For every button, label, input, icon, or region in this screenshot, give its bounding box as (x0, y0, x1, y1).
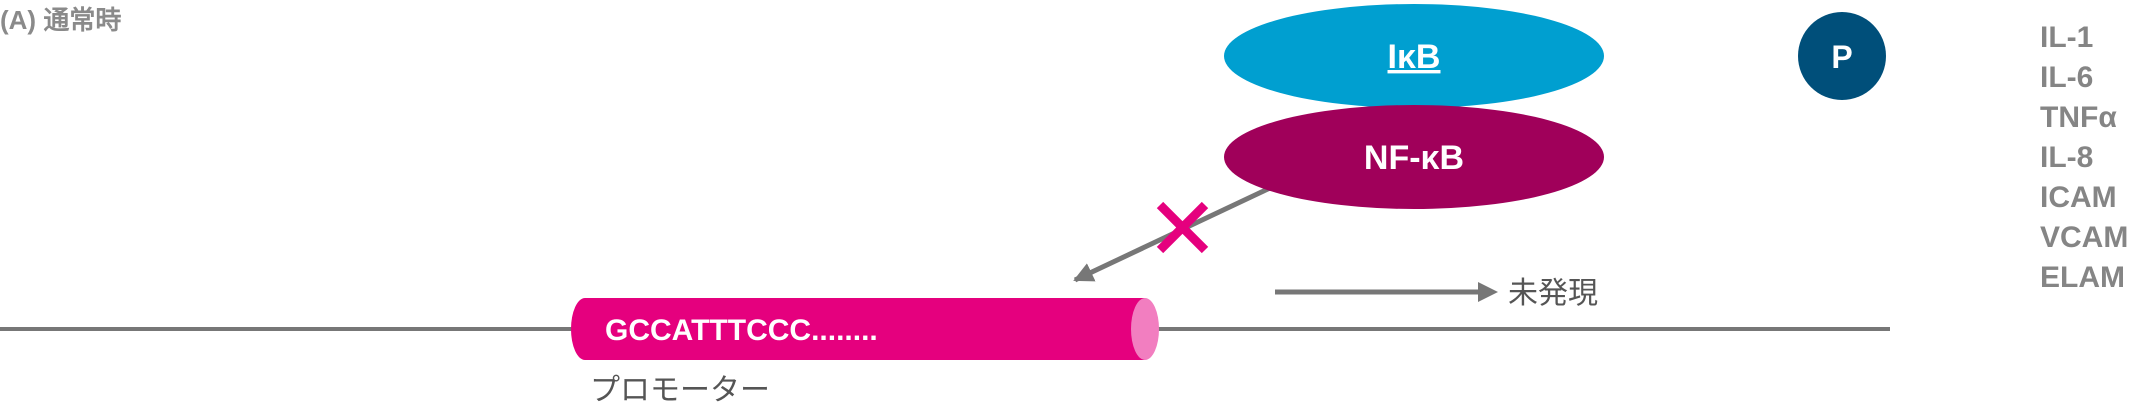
gene-item: VCAM (2040, 221, 2129, 254)
promoter-label: プロモーター (590, 373, 770, 406)
nfkb-label: NF-κB (1364, 139, 1464, 177)
ikb-label: IκB (1388, 38, 1441, 76)
gene-item: ICAM (2040, 181, 2117, 214)
gene-item: IL-8 (2040, 141, 2094, 174)
panel-label: (A) 通常時 (0, 5, 122, 35)
nfkb-ellipse (1224, 105, 1604, 209)
promoter-cap (1131, 298, 1159, 360)
promoter-cylinder (571, 298, 1159, 360)
promoter-sequence: GCCATTTCCC........ (605, 314, 878, 347)
gene-item: IL-6 (2040, 61, 2094, 94)
expression-arrowhead (1478, 282, 1498, 302)
ikb-ellipse (1224, 4, 1604, 108)
no-expression-label: 未発現 (1508, 276, 1598, 311)
gene-item: ELAM (2040, 261, 2125, 294)
gene-item: IL-1 (2040, 21, 2094, 54)
block-mark (1156, 201, 1209, 254)
target-gene-list: IL-1 IL-6 TNFα IL-8 ICAM VCAM ELAM (2040, 18, 2128, 298)
gene-item: TNFα (2040, 101, 2117, 134)
phosphate-label: P (1831, 39, 1852, 75)
phosphate-badge (1798, 12, 1886, 100)
